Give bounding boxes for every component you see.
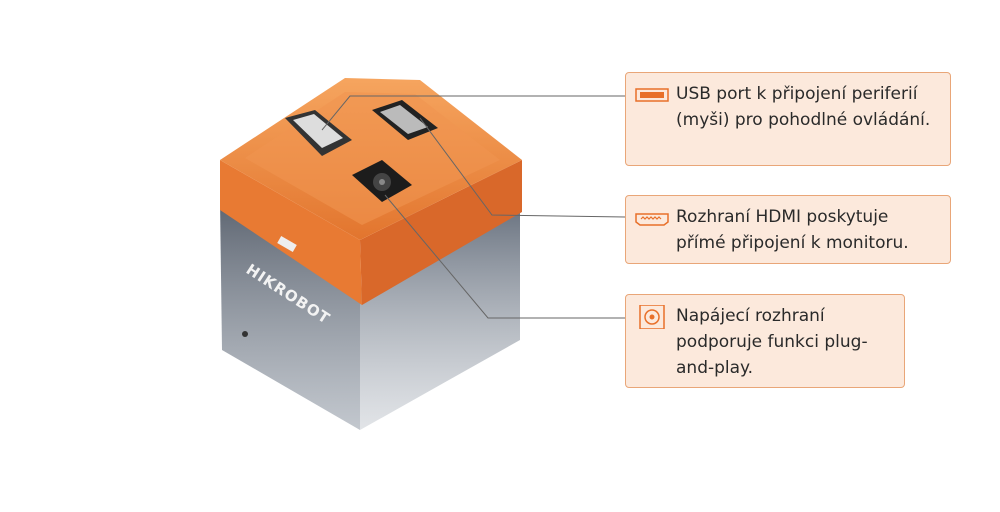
- usb-leader-line: [321, 95, 625, 131]
- callout-text: USB port k připojení periferií (myši) pr…: [676, 84, 931, 130]
- callout-text: Napájecí rozhraní podporuje funkci plug-…: [676, 306, 868, 378]
- callout-hdmi: Rozhraní HDMI poskytuje přímé připojení …: [625, 195, 951, 264]
- callout-usb: USB port k připojení periferií (myši) pr…: [625, 72, 951, 166]
- top-left-side: [220, 160, 362, 305]
- usb-port-icon: [635, 88, 669, 102]
- callout-power: Napájecí rozhraní podporuje funkci plug-…: [625, 294, 905, 388]
- power-port-icon: [639, 305, 665, 329]
- hdmi-port-icon: [635, 213, 669, 226]
- top-right-side: [360, 160, 522, 305]
- callout-text: Rozhraní HDMI poskytuje přímé připojení …: [676, 207, 909, 253]
- power-leader-line: [384, 194, 625, 319]
- hdmi-leader-line: [419, 117, 626, 218]
- body-right-face: [360, 210, 520, 430]
- body-left-face: [220, 200, 360, 430]
